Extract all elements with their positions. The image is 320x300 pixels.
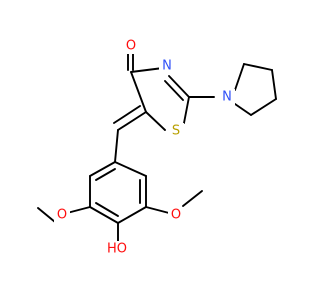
bond-s-c5 [145, 111, 166, 131]
bond-c2-s [183, 96, 190, 124]
hydroxyl-label: HO [107, 242, 127, 257]
bond-n3-c2 [168, 75, 190, 98]
bonds [37, 41, 277, 242]
bond-c5-c4 [130, 71, 147, 113]
bond-ar1-ar2 [114, 161, 147, 177]
bond-n3-c2-double [164, 80, 184, 101]
bond-ar3-ome [145, 206, 170, 214]
atom-labels: O N N S O O HO [54, 38, 235, 257]
bond-ar5-ome [66, 206, 91, 214]
oxygen-methoxy-left-label: O [57, 208, 67, 223]
nitrogen-ring-label: N [162, 59, 172, 74]
bond-ar4-ar5-inner [95, 202, 119, 217]
bond-cc-cd [250, 98, 277, 116]
bond-c5-ch-double [113, 105, 141, 124]
bond-cb-cc [271, 69, 277, 100]
bond-cd-npyr [234, 103, 252, 116]
oxygen-methoxy-right-label: O [171, 208, 181, 223]
bond-ar6-ar1 [89, 161, 116, 177]
bond-ar4-ar5 [89, 206, 119, 224]
bond-ch-aryl [114, 129, 119, 163]
bond-ome-ch3-left [37, 207, 56, 223]
oxygen-carbonyl-label: O [126, 39, 136, 54]
sulfur-label: S [172, 124, 180, 139]
bond-ar3-ar4 [117, 206, 147, 224]
bond-c5-ch [117, 111, 147, 131]
bond-ome-ch3-right [182, 190, 203, 207]
nitrogen-pyrrolidine-label: N [222, 90, 232, 105]
bond-ar6-ar1-inner [95, 168, 116, 181]
bond-npyr-ca [234, 63, 245, 91]
bond-c4-n3 [130, 67, 164, 73]
molecule-structure: O N N S O O HO [37, 38, 277, 257]
bond-ca-cb [243, 63, 273, 71]
